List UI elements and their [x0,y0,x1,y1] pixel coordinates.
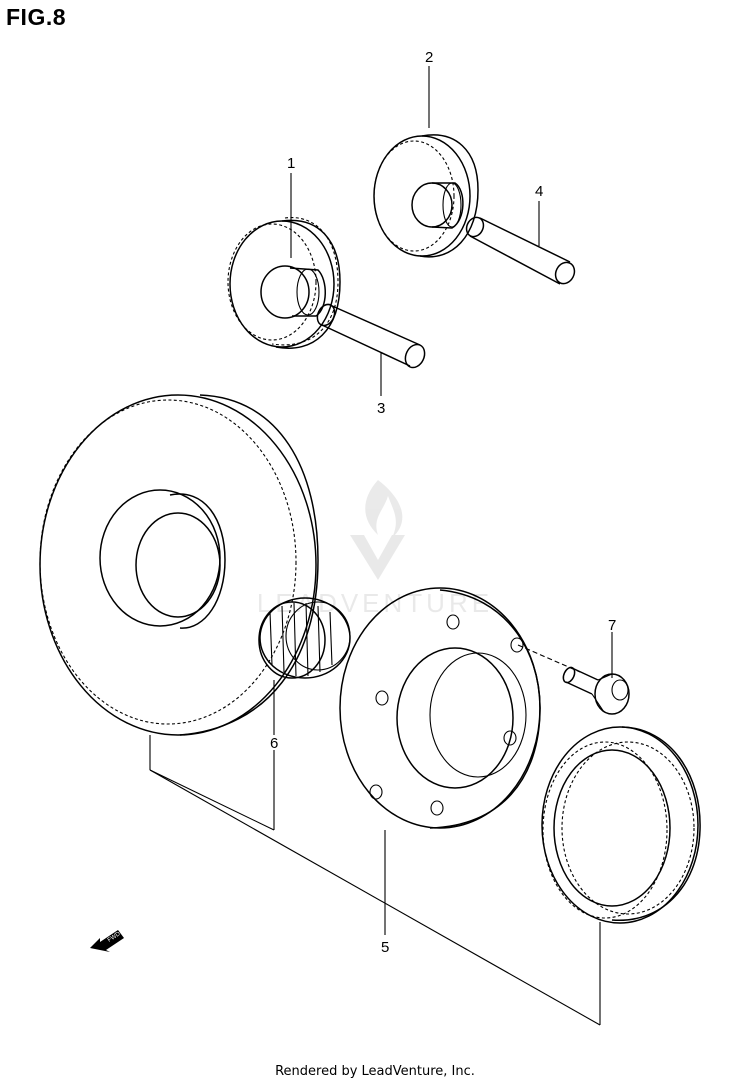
callout-6: 6 [270,735,278,752]
watermark-text: LEADVENTURE [257,588,493,618]
callout-7: 7 [608,617,616,634]
callout-2: 2 [425,49,433,66]
callout-3: 3 [377,400,385,417]
fwd-arrow: FWD [90,930,124,952]
part-5-clutch-housing[interactable] [339,587,541,829]
callout-numbers: 1 2 3 4 5 6 7 [270,49,616,956]
part-6-needle-bearing[interactable] [258,597,351,679]
part-1-gear[interactable] [227,217,341,349]
one-way-clutch-cage[interactable] [541,726,701,924]
part-2-gear[interactable] [373,134,479,258]
part-3-pin[interactable] [314,302,428,371]
part-4-pin[interactable] [463,214,578,286]
footer-credit: Rendered by LeadVenture, Inc. [275,1064,475,1079]
callout-5: 5 [381,939,389,956]
leader-lines [149,66,613,1026]
large-starter-gear[interactable] [39,394,319,736]
figure-title: FIG.8 [6,4,67,30]
callout-4: 4 [535,183,543,200]
part-7-bolt[interactable] [517,644,630,715]
watermark: LEADVENTURE [257,480,493,618]
callout-1: 1 [287,155,295,172]
